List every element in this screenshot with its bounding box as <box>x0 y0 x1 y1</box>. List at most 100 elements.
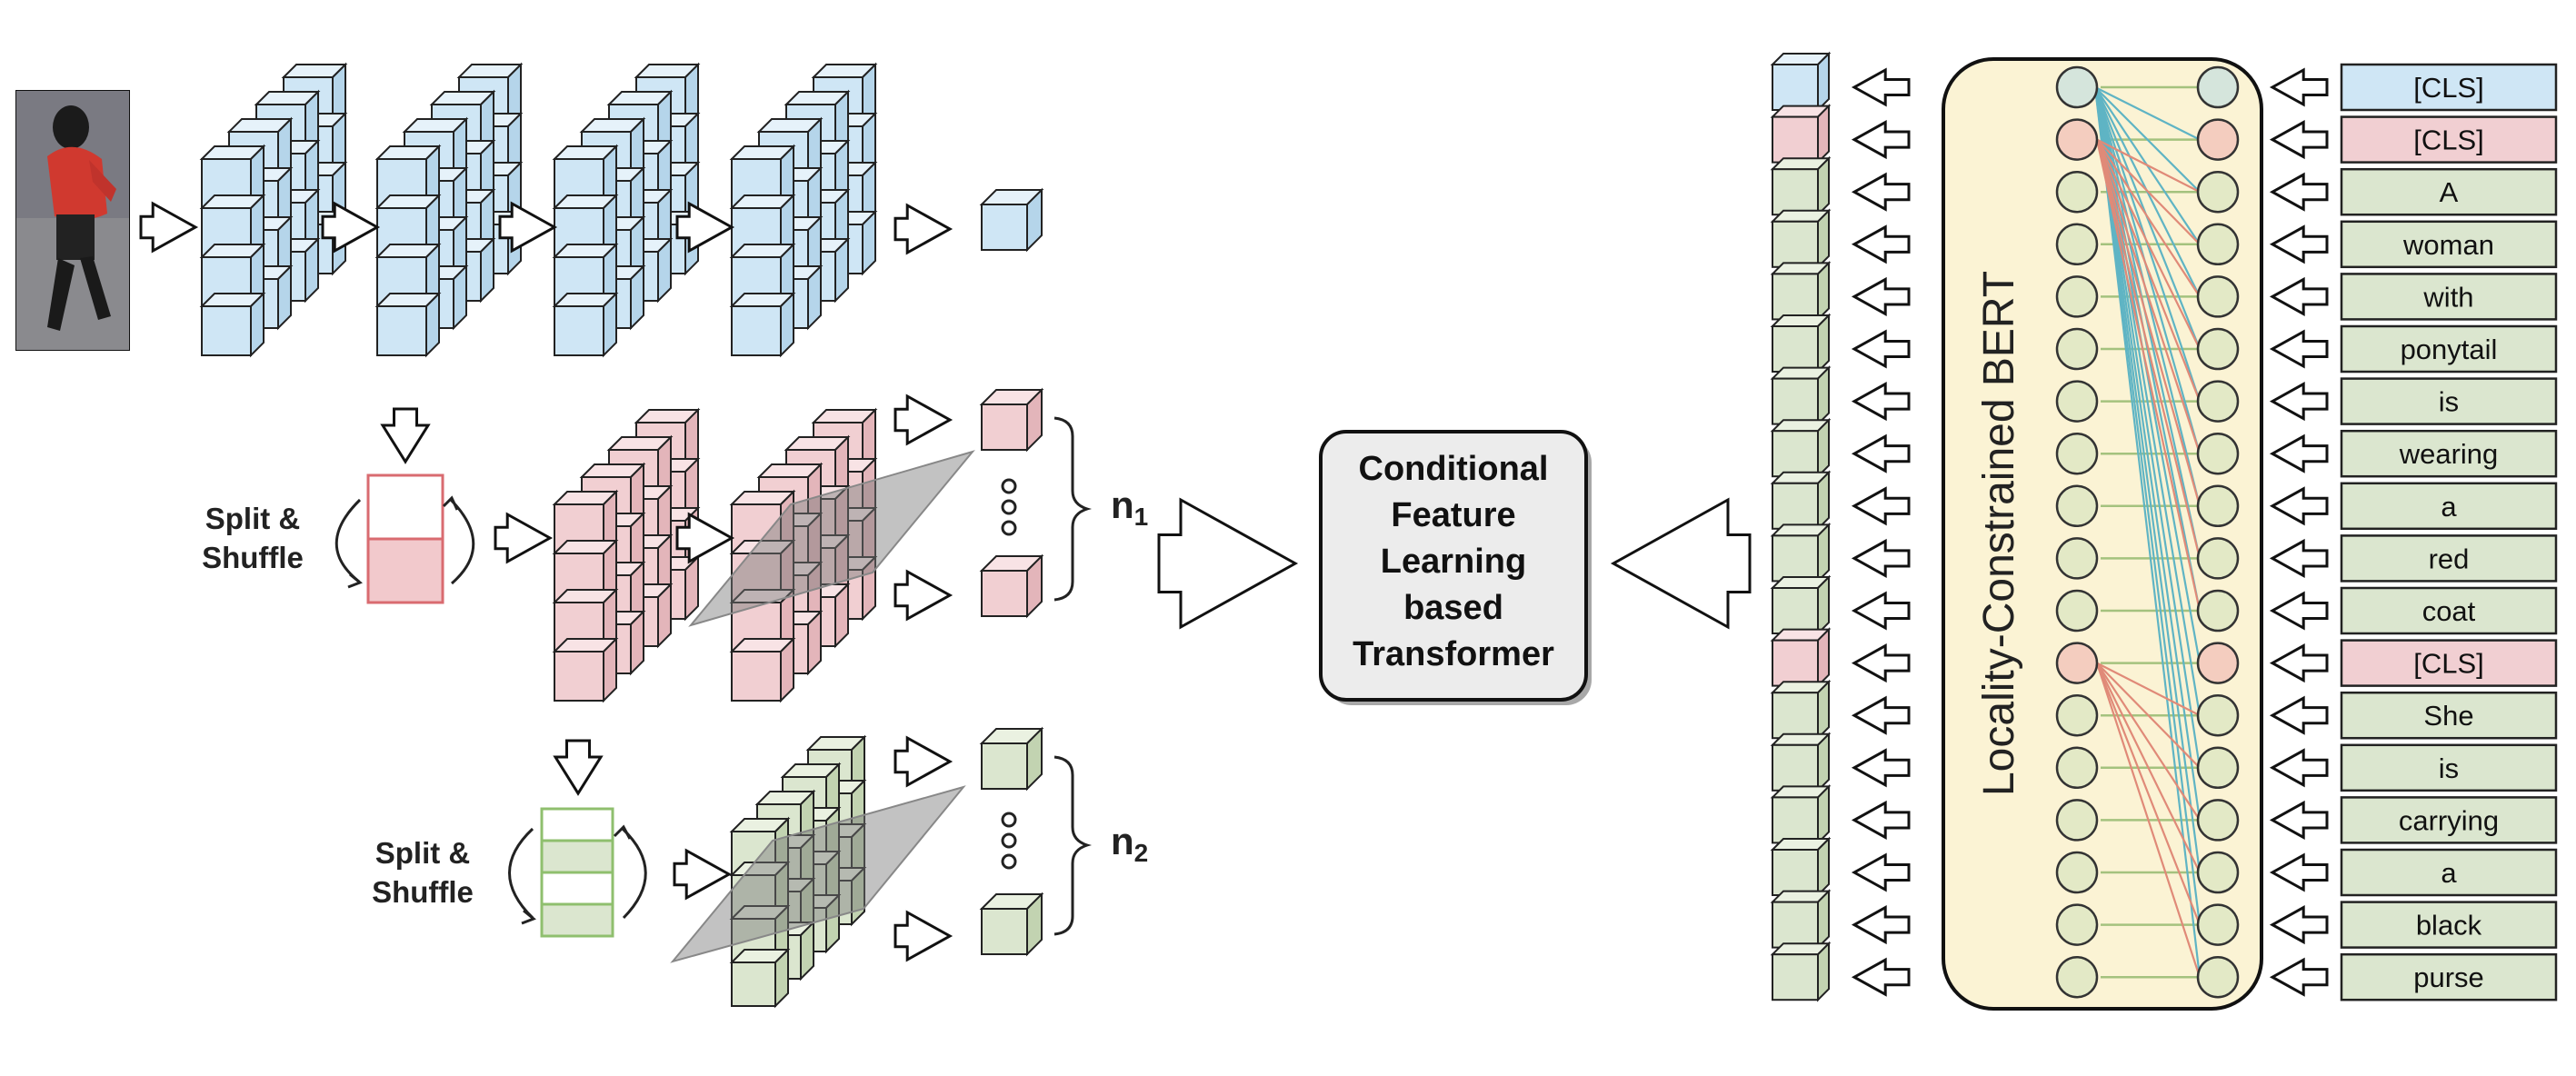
text-feature-arrow <box>1851 329 1911 369</box>
bert-input-node <box>2196 589 2240 633</box>
bert-output-node <box>2055 484 2099 528</box>
text-feature-cube <box>1770 522 1832 583</box>
token-box <box>2340 848 2558 897</box>
attention-line-global <box>2094 86 2201 193</box>
arrow-pink-to-output-1 <box>894 394 954 446</box>
attention-line-global <box>2093 86 2202 978</box>
bert-output-node <box>2055 903 2099 946</box>
bert-input-node <box>2196 903 2240 946</box>
attention-line-global <box>2094 86 2201 141</box>
token-box <box>2340 534 2558 583</box>
arrows <box>139 67 2329 997</box>
attention-line-local <box>2096 662 2201 822</box>
arrow-split-to-pink-stack <box>494 512 554 564</box>
token-column: [CLS][CLS]Awomanwithponytailiswearingare… <box>2340 63 2558 1001</box>
token-label: wearing <box>2399 438 2499 470</box>
arrow-green-to-output-1 <box>894 735 954 788</box>
attention-line-local <box>2095 139 2202 507</box>
attention-line-local <box>2096 138 2201 245</box>
text-feature-cube <box>1770 365 1832 427</box>
bert-output-node <box>2055 693 2099 737</box>
n2-label: n2 <box>1111 820 1148 867</box>
attention-line-local <box>2095 139 2202 612</box>
attention-line-local <box>2096 138 2201 298</box>
token-label: with <box>2422 281 2473 313</box>
bert-input-node <box>2196 65 2240 109</box>
token-label: She <box>2423 700 2473 732</box>
token-box <box>2340 639 2558 687</box>
pink-output-cube-1 <box>979 387 1044 453</box>
cube <box>979 726 1044 792</box>
text-feature-arrow <box>1851 852 1911 892</box>
token-label: a <box>2441 857 2457 889</box>
bert-input-node <box>2196 642 2240 684</box>
split-shuffle-label-2b: Shuffle <box>372 875 474 909</box>
transformer-label-line: Learning <box>1381 543 1526 581</box>
attention-line-local <box>2095 139 2202 454</box>
text-feature-arrow <box>1851 120 1911 160</box>
bert-input-node <box>2196 799 2240 842</box>
bert-output-node <box>2055 955 2099 999</box>
attention-lines <box>2093 85 2202 979</box>
token-box <box>2340 63 2558 112</box>
attention-line-local <box>2096 662 2201 769</box>
attention-line-local <box>2096 139 2201 350</box>
cube <box>374 291 442 358</box>
cube-stack-green <box>729 734 867 1009</box>
text-feature-arrow <box>1851 433 1911 473</box>
split-plane-green <box>670 785 966 963</box>
split-box-pink <box>366 473 444 604</box>
token-input-arrow <box>2269 329 2329 369</box>
bert-output-node <box>2055 118 2099 161</box>
cube <box>979 387 1044 453</box>
text-feature-cube <box>1770 155 1832 217</box>
bert-input-node <box>2196 955 2240 999</box>
transformer-label-line: Feature <box>1391 496 1515 534</box>
text-feature-cube <box>1770 417 1832 479</box>
token-box <box>2340 691 2558 740</box>
token-input-arrow <box>2269 852 2329 892</box>
token-input-arrow <box>2269 224 2329 264</box>
bert-output-node <box>2055 275 2099 318</box>
text-feature-arrow <box>1851 905 1911 945</box>
green-output-cube-1 <box>979 726 1044 792</box>
text-feature-arrow <box>1851 643 1911 683</box>
bert-output-node <box>2055 170 2099 214</box>
cube-stack-pink <box>552 407 701 703</box>
text-feature-arrow <box>1851 538 1911 578</box>
bert-input-node <box>2196 327 2240 371</box>
bert-output-node <box>2055 537 2099 580</box>
token-box <box>2340 377 2558 425</box>
text-feature-cube <box>1770 260 1832 322</box>
arrow-image-features-to-transformer <box>1157 497 1299 630</box>
text-feature-cube <box>1770 732 1832 793</box>
bert-output-node <box>2055 589 2099 633</box>
token-label: ponytail <box>2401 334 2498 365</box>
token-input-arrow <box>2269 957 2329 997</box>
transformer-box <box>1319 430 1592 705</box>
bert-nodes <box>2055 65 2240 999</box>
transformer-label-line: Conditional <box>1359 450 1549 488</box>
arrow-down-to-green-split <box>553 739 604 796</box>
token-input-arrow <box>2269 800 2329 840</box>
arrow-green-to-output-2 <box>894 910 954 962</box>
token-input-arrow <box>2269 382 2329 422</box>
token-box <box>2340 952 2558 1001</box>
text-feature-cube <box>1770 104 1832 165</box>
arrow-image-to-stage1 <box>139 201 199 254</box>
brace-n1 <box>1053 416 1093 602</box>
bert-output-node <box>2055 380 2099 423</box>
text-feature-arrow <box>1851 695 1911 735</box>
cube-stack-pink <box>729 407 878 703</box>
token-input-arrow <box>2269 433 2329 473</box>
cube <box>729 291 796 358</box>
attention-line-local <box>2096 662 2201 717</box>
token-input-arrow <box>2269 643 2329 683</box>
token-box <box>2340 482 2558 531</box>
token-label: carrying <box>2399 804 2499 836</box>
text-feature-cube <box>1770 313 1832 374</box>
token-input-arrow <box>2269 905 2329 945</box>
ellipsis-dots-2 <box>1001 812 1017 870</box>
cube-stack-blue <box>552 62 701 358</box>
cube <box>729 636 796 703</box>
